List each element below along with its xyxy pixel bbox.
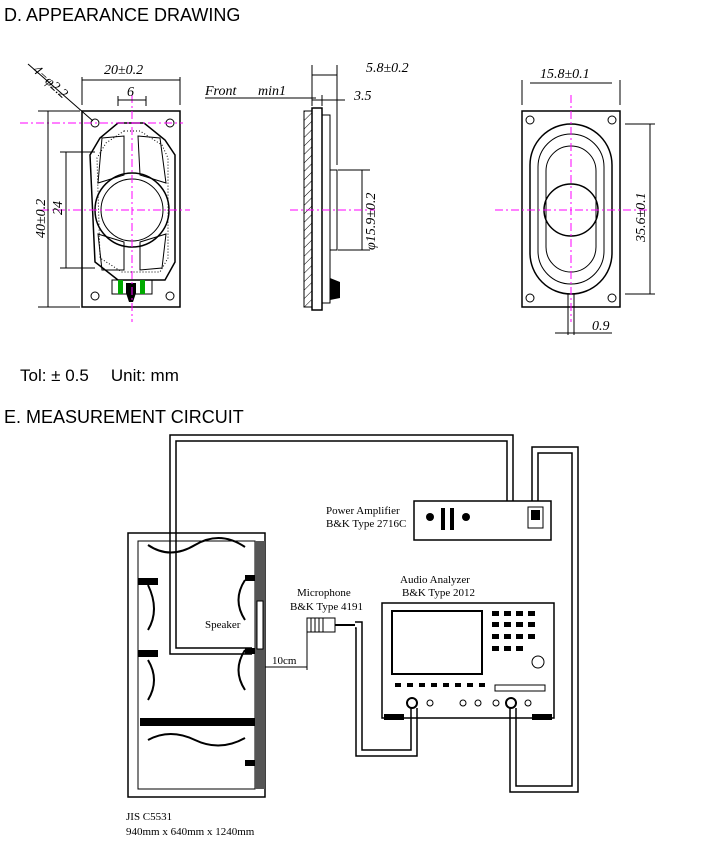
tolerance-note: Tol: ± 0.5 Unit: mm — [20, 366, 201, 386]
speaker-label: Speaker — [205, 619, 241, 631]
depth-inner-dim: 3.5 — [353, 89, 372, 104]
side-view: 5.8±0.2 3.5 Front min1 φ15.9±0.2 — [204, 61, 409, 311]
microphone-model: B&K Type 4191 — [290, 601, 363, 613]
back-width-dim: 15.8±0.1 — [540, 67, 590, 82]
baffle-size: 940mm x 640mm x 1240mm — [126, 826, 255, 838]
width-dim: 20±0.2 — [104, 63, 143, 78]
distance-label: 10cm — [272, 655, 297, 667]
inner-width-dim: 6 — [127, 85, 134, 100]
front-view: 20±0.2 6 4−φ2.2 40±0.2 24 — [20, 63, 190, 322]
front-label: Front — [204, 84, 237, 99]
power-amplifier-name: Power Amplifier — [326, 505, 400, 517]
back-height-dim: 35.6±0.1 — [634, 192, 649, 243]
audio-analyzer-model: B&K Type 2012 — [402, 587, 475, 599]
tolerance-text: Tol: ± 0.5 — [20, 366, 89, 385]
audio-analyzer-name: Audio Analyzer — [400, 574, 470, 586]
min-label: min1 — [258, 84, 286, 99]
hole-dim: 4−φ2.2 — [29, 63, 70, 102]
unit-text: Unit: mm — [110, 366, 179, 385]
measurement-circuit-title: E. MEASUREMENT CIRCUIT — [4, 407, 244, 427]
diameter-dim: φ15.9±0.2 — [364, 193, 379, 250]
depth-dim: 5.8±0.2 — [366, 61, 409, 76]
measurement-circuit: Speaker 10cm Power Amplifier B&K Type 27… — [126, 434, 579, 838]
inner-height-dim: 24 — [51, 201, 66, 215]
power-amplifier-model: B&K Type 2716C — [326, 518, 406, 530]
baffle-standard: JIS C5531 — [126, 811, 172, 823]
wire-dim: 0.9 — [592, 319, 610, 334]
back-view: 15.8±0.1 35.6±0.1 0.9 — [495, 67, 655, 335]
height-dim: 40±0.2 — [34, 199, 49, 238]
appearance-drawing-title: D. APPEARANCE DRAWING — [4, 5, 241, 25]
microphone-name: Microphone — [297, 587, 351, 599]
